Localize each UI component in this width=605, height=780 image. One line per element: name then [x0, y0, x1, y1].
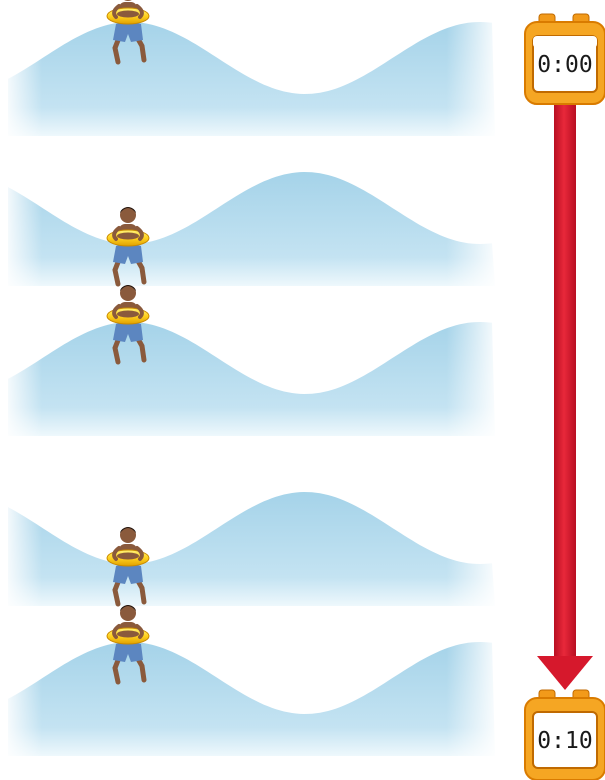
timer-start: 0:00	[525, 14, 605, 104]
wave-edge-fade	[8, 318, 495, 436]
wave-panel	[8, 605, 495, 756]
wave-panel	[8, 488, 495, 606]
time-arrow	[537, 98, 593, 690]
time-arrow-head	[537, 656, 593, 690]
time-arrow-shaft	[554, 98, 576, 660]
timer-end-readout: 0:10	[537, 728, 592, 754]
wave-edge-fade	[8, 168, 495, 286]
wave-edge-fade	[8, 638, 495, 756]
wave-panels	[8, 0, 495, 756]
wave-panel	[8, 0, 495, 136]
wave-edge-fade	[8, 18, 495, 136]
timer-end: 0:10	[525, 690, 605, 780]
wave-panel	[8, 168, 495, 286]
timer-start-readout: 0:00	[537, 52, 592, 78]
wave-panel	[8, 285, 495, 436]
wave-edge-fade	[8, 488, 495, 606]
